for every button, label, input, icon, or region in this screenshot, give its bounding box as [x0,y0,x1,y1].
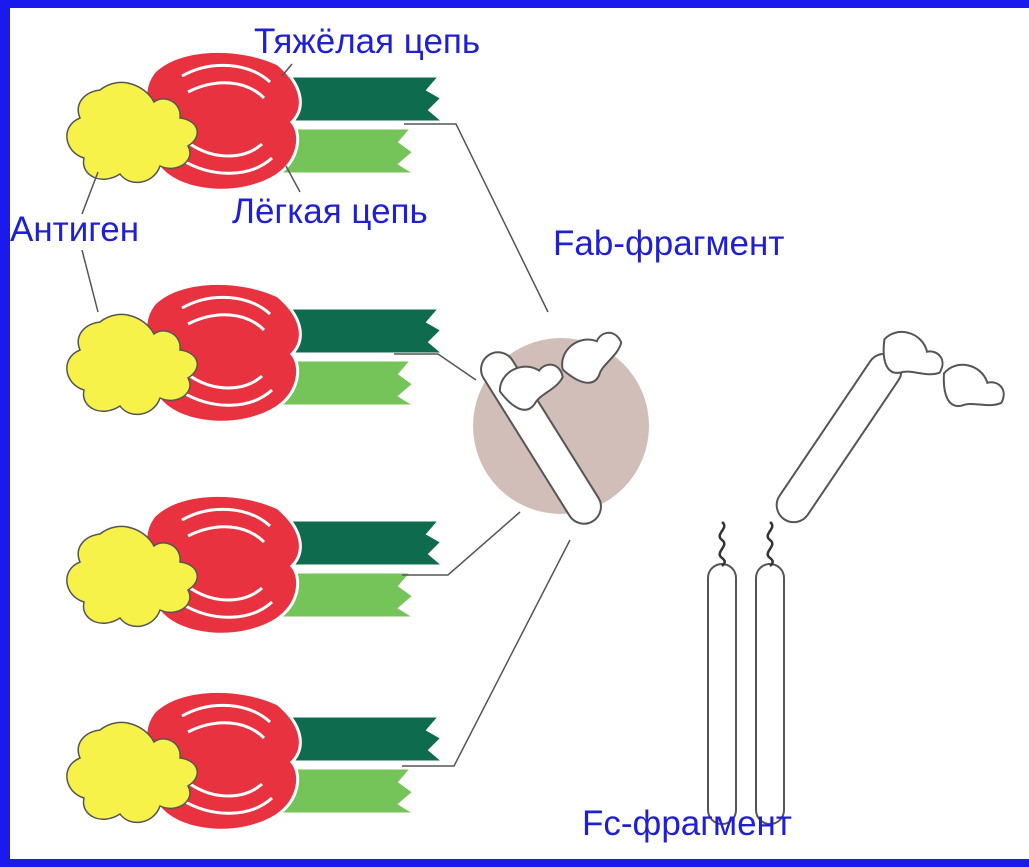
binding-complex-1 [67,51,444,190]
hinge-region [720,522,773,566]
binding-complex-2 [67,283,444,422]
binding-complex-4 [67,691,444,830]
fc-fragment-label: Fc-фрагмент [582,806,792,841]
light-chain-label: Лёгкая цепь [232,194,428,229]
fab-fragment-label: Fab-фрагмент [553,226,784,261]
binding-complex-3 [67,495,444,634]
background-shape [600,8,1029,31]
heavy-chain-label: Тяжёлая цепь [254,24,480,59]
antigen-label: Антиген [10,212,139,247]
